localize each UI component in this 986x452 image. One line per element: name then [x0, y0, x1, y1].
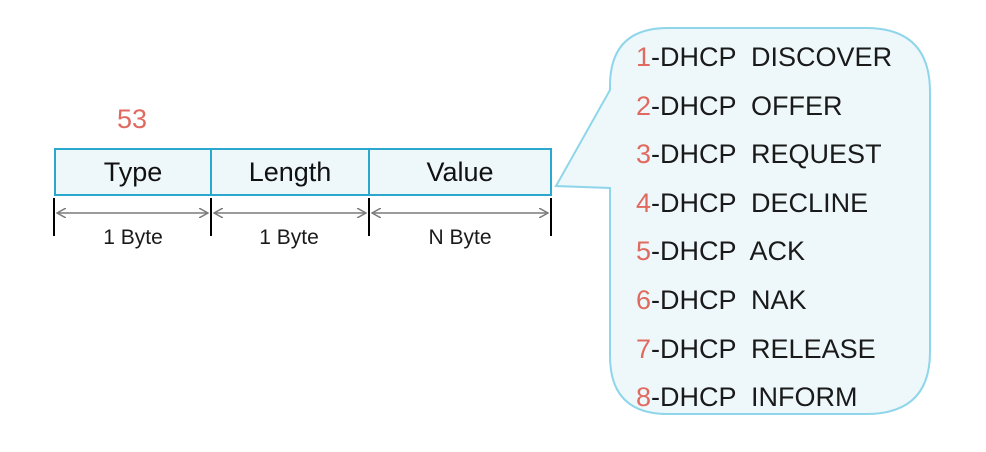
message-type-code: 5 [636, 236, 652, 267]
type-size-label: 1 Byte [103, 226, 163, 249]
message-type-item: 8-DHCP INFORM [636, 376, 892, 425]
message-type-item: 5-DHCP ACK [636, 230, 892, 279]
type-field: Type [54, 148, 212, 196]
message-type-item: 4-DHCP DECLINE [636, 182, 892, 231]
message-type-name: -DHCP DISCOVER [651, 42, 893, 72]
value-field: Value [368, 148, 552, 196]
message-type-name: -DHCP INFORM [651, 382, 858, 413]
length-size-label: 1 Byte [259, 226, 319, 249]
message-type-item: 1-DHCP DISCOVER [636, 36, 892, 85]
message-type-name: -DHCP OFFER [651, 90, 843, 121]
message-type-code: 1 [636, 42, 652, 72]
message-type-code: 7 [636, 333, 652, 364]
message-type-name: -DHCP DECLINE [651, 187, 869, 218]
message-type-code: 2 [636, 90, 652, 121]
message-type-code: 4 [636, 187, 652, 218]
message-type-item: 7-DHCP RELEASE [636, 328, 892, 377]
message-type-code: 3 [636, 139, 652, 170]
length-field: Length [210, 148, 370, 196]
message-type-name: -DHCP REQUEST [651, 139, 882, 170]
callout-bubble [554, 27, 931, 415]
message-type-name: -DHCP RELEASE [651, 333, 876, 364]
message-type-name: -DHCP ACK [651, 236, 806, 267]
message-type-item: 3-DHCP REQUEST [636, 133, 892, 182]
message-type-item: 2-DHCP OFFER [636, 85, 892, 134]
message-type-item: 6-DHCP NAK [636, 279, 892, 328]
value-size-label: N Byte [428, 226, 492, 249]
message-type-code: 8 [636, 382, 652, 413]
message-type-code: 6 [636, 284, 652, 315]
message-type-list: 1-DHCP DISCOVER 2-DHCP OFFER 3-DHCP REQU… [636, 36, 892, 425]
message-type-name: -DHCP NAK [651, 284, 807, 315]
option-code-label: 53 [116, 104, 148, 134]
